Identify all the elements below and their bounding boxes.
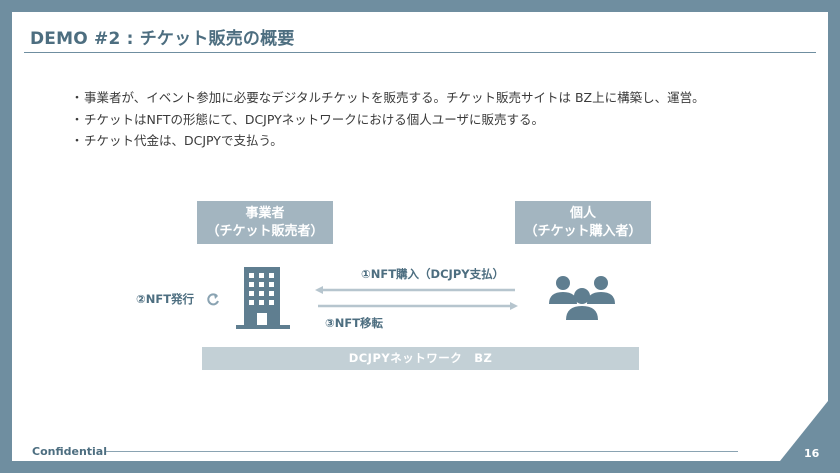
slide: DEMO #2 : チケット販売の概要 ・事業者が、イベント参加に必要なデジタル… xyxy=(12,12,828,461)
buyer-title: 個人 xyxy=(569,205,596,221)
footer-divider xyxy=(106,451,738,452)
buyer-subtitle: （チケット購入者） xyxy=(524,223,642,239)
bullet-text: チケットはNFTの形態にて、DCJPYネットワークにおける個人ユーザに販売する。 xyxy=(84,111,545,127)
purchase-label: ①NFT購入（DCJPY支払） xyxy=(361,267,505,281)
slide-title: DEMO #2 : チケット販売の概要 xyxy=(30,29,295,49)
office-building-icon xyxy=(236,267,290,329)
bullet-item: ・事業者が、イベント参加に必要なデジタルチケットを販売する。チケット販売サイトは… xyxy=(70,88,705,110)
seller-title: 事業者 xyxy=(245,205,285,221)
transfer-arrow xyxy=(318,302,518,310)
bullet-item: ・チケットはNFTの形態にて、DCJPYネットワークにおける個人ユーザに販売する… xyxy=(70,110,705,132)
bullet-marker: ・ xyxy=(70,133,84,148)
issue-label: ②NFT発行 xyxy=(136,292,195,306)
bullet-text: チケット代金は、DCJPYで支払う。 xyxy=(84,133,283,148)
network-bar: DCJPYネットワーク BZ xyxy=(202,347,639,370)
page-corner xyxy=(780,401,828,461)
refresh-arrow-icon xyxy=(207,293,219,306)
page-number: 16 xyxy=(804,447,820,460)
seller-subtitle: （チケット販売者） xyxy=(206,223,324,239)
bullet-list: ・事業者が、イベント参加に必要なデジタルチケットを販売する。チケット販売サイトは… xyxy=(70,88,705,153)
transfer-label: ③NFT移転 xyxy=(325,316,384,330)
purchase-arrow xyxy=(315,286,515,294)
confidential-label: Confidential xyxy=(32,445,108,458)
bullet-item: ・チケット代金は、DCJPYで支払う。 xyxy=(70,131,705,153)
users-group-icon xyxy=(549,276,615,320)
title-divider xyxy=(24,52,816,53)
buyer-box: 個人 （チケット購入者） xyxy=(515,201,651,244)
bullet-marker: ・ xyxy=(70,90,84,105)
bullet-marker: ・ xyxy=(70,111,84,127)
bullet-text: 事業者が、イベント参加に必要なデジタルチケットを販売する。チケット販売サイトは … xyxy=(84,90,705,105)
seller-box: 事業者 （チケット販売者） xyxy=(197,201,333,244)
